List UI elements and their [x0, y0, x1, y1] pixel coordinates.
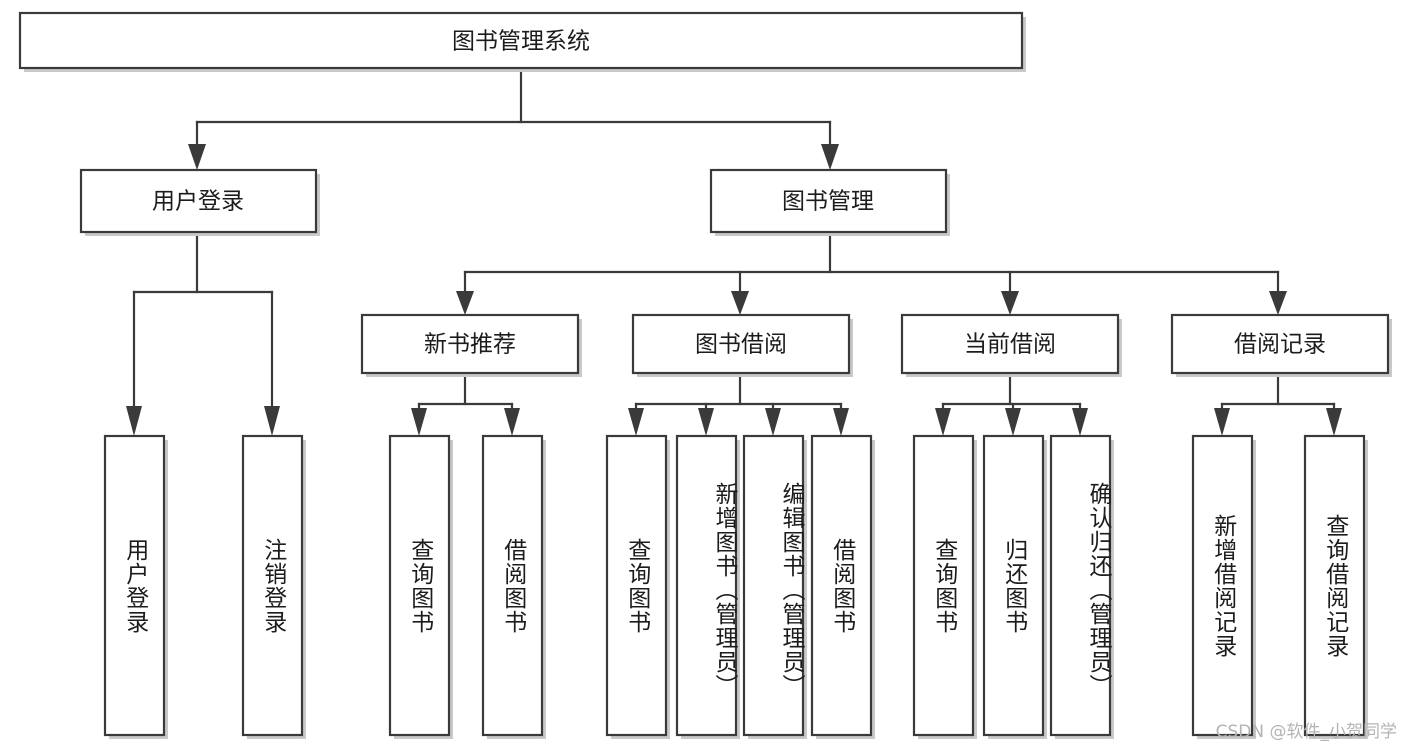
arrowhead-userlogin-leaf2: [264, 406, 280, 436]
leaf-box-borrow-4[interactable]: [810, 434, 873, 737]
arrowhead-n1: [456, 291, 474, 315]
leaf-box-borrow-2[interactable]: [675, 434, 738, 737]
leaf-box-borrow-1[interactable]: [605, 434, 668, 737]
arrowhead-n3-leaf2: [1005, 408, 1021, 436]
leaf-box-user-login-1[interactable]: [103, 434, 166, 737]
node-current-borrow[interactable]: 当前借阅: [900, 313, 1122, 377]
node-new-book-recommend[interactable]: 新书推荐: [360, 313, 582, 377]
arrowhead-n2-leaf1: [628, 408, 644, 436]
arrowhead-bookmgmt: [821, 144, 839, 170]
leaf-box-record-1[interactable]: [1191, 434, 1254, 737]
arrowhead-group: [126, 144, 1342, 436]
arrowhead-userlogin: [188, 144, 206, 170]
arrowhead-n2: [731, 291, 749, 315]
arrowhead-n2-leaf4: [833, 408, 849, 436]
book-borrow-box[interactable]: [631, 313, 851, 375]
borrow-record-box[interactable]: [1170, 313, 1390, 375]
node-root[interactable]: 图书管理系统: [18, 11, 1026, 72]
book-management-label: 图书管理: [782, 189, 874, 215]
leaf-boxes-current-borrow: [912, 434, 1114, 739]
leaf-boxes-borrow-record: [1191, 434, 1368, 739]
csdn-watermark: CSDN @软件_小贺同学: [1215, 722, 1397, 742]
leaf-boxes-new-book-recommend: [388, 434, 546, 739]
current-borrow-box[interactable]: [900, 313, 1120, 375]
leaf-box-current-3[interactable]: [1049, 434, 1112, 737]
user-login-label: 用户登录: [152, 189, 244, 215]
arrowhead-n2-leaf3: [765, 408, 781, 436]
book-borrow-label: 图书借阅: [695, 332, 787, 358]
arrowhead-n1-leaf1: [411, 408, 427, 436]
leaf-boxes-user-login: [103, 434, 306, 739]
leaf-boxes-book-borrow: [605, 434, 875, 739]
node-book-management[interactable]: 图书管理: [709, 168, 950, 236]
new-book-recommend-box[interactable]: [360, 313, 580, 375]
arrowhead-n3-leaf3: [1072, 408, 1088, 436]
leaf-box-borrow-3[interactable]: [742, 434, 805, 737]
node-user-login[interactable]: 用户登录: [79, 168, 320, 236]
arrowhead-n3: [1001, 291, 1019, 315]
arrowhead-n3-leaf1: [935, 408, 951, 436]
leaf-box-record-2[interactable]: [1303, 434, 1366, 737]
arrowhead-n4-leaf2: [1326, 408, 1342, 436]
current-borrow-label: 当前借阅: [964, 332, 1056, 358]
node-borrow-record[interactable]: 借阅记录: [1170, 313, 1392, 377]
root-label: 图书管理系统: [452, 29, 590, 55]
root-box[interactable]: [18, 11, 1024, 70]
arrowhead-userlogin-leaf1: [126, 406, 142, 436]
arrowhead-n2-leaf2: [698, 408, 714, 436]
node-book-borrow[interactable]: 图书借阅: [631, 313, 853, 377]
arrowhead-n1-leaf2: [504, 408, 520, 436]
arrowhead-n4-leaf1: [1214, 408, 1230, 436]
user-login-box[interactable]: [79, 168, 318, 234]
arrowhead-n4: [1269, 291, 1287, 315]
leaf-box-recommend-2[interactable]: [481, 434, 544, 737]
new-book-recommend-label: 新书推荐: [424, 332, 516, 358]
book-management-box[interactable]: [709, 168, 948, 234]
leaf-box-user-login-2[interactable]: [241, 434, 304, 737]
borrow-record-label: 借阅记录: [1234, 332, 1326, 358]
leaf-box-current-2[interactable]: [982, 434, 1045, 737]
leaf-box-current-1[interactable]: [912, 434, 975, 737]
leaf-box-recommend-1[interactable]: [388, 434, 451, 737]
